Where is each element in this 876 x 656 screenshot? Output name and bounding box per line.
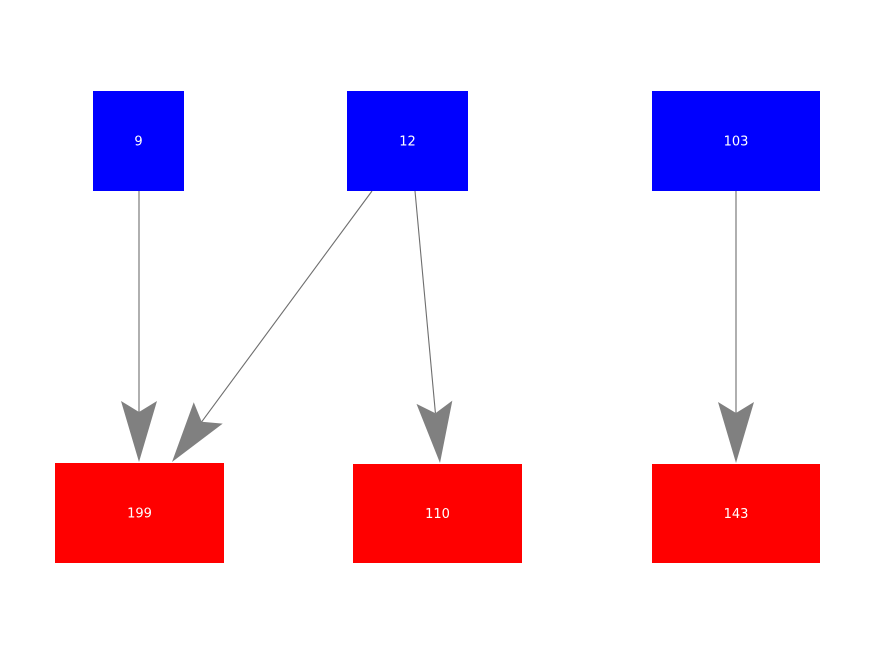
target-node-110[interactable]: 110 <box>353 464 522 563</box>
node-box[interactable] <box>652 464 820 563</box>
arrowhead <box>416 400 453 463</box>
source-node-12[interactable]: 12 <box>347 91 468 191</box>
arrowhead <box>172 402 223 462</box>
node-box[interactable] <box>652 91 820 191</box>
node-label: 143 <box>724 507 749 522</box>
node-box[interactable] <box>353 464 522 563</box>
node-label: 110 <box>425 507 450 522</box>
arrowhead <box>718 402 754 463</box>
arrowhead <box>121 401 157 462</box>
edge-12-to-199 <box>172 190 373 462</box>
node-label: 12 <box>399 135 416 150</box>
node-label: 199 <box>127 507 152 522</box>
edge-line <box>201 190 373 423</box>
node-box[interactable] <box>55 463 224 563</box>
edge-9-to-199 <box>121 191 157 462</box>
source-node-103[interactable]: 103 <box>652 91 820 191</box>
edge-103-to-143 <box>718 191 754 463</box>
node-box[interactable] <box>93 91 184 191</box>
target-node-199[interactable]: 199 <box>55 463 224 563</box>
node-box[interactable] <box>347 91 468 191</box>
node-label: 9 <box>134 135 142 150</box>
source-node-9[interactable]: 9 <box>93 91 184 191</box>
node-label: 103 <box>724 135 749 150</box>
edge-line <box>414 190 436 414</box>
target-node-143[interactable]: 143 <box>652 464 820 563</box>
edge-12-to-110 <box>414 190 453 463</box>
